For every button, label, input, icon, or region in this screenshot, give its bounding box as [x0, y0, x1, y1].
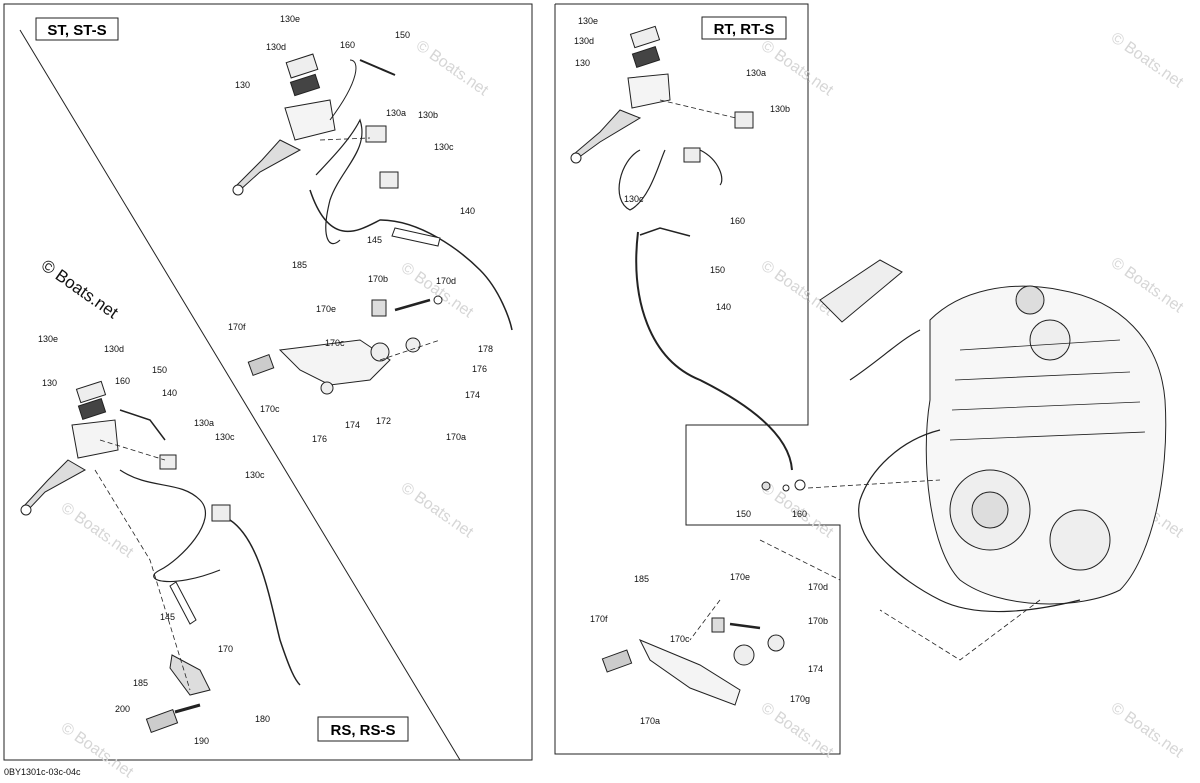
watermark-main: © Boats.net: [38, 256, 122, 323]
st-callout-170a: 170a: [446, 432, 466, 442]
rs-callout-180: 180: [255, 714, 270, 724]
st-callout-130e: 130e: [280, 14, 300, 24]
watermark-3: © Boats.net: [398, 479, 477, 541]
st-callouts: 130e 130d 130 160 150 130a 130b 130c 140…: [228, 14, 493, 444]
rt-callout-130c: 130c: [624, 194, 644, 204]
rt-callout-150-b: 150: [736, 509, 751, 519]
rs-callout-170: 170: [218, 644, 233, 654]
rt-callout-170e: 170e: [730, 572, 750, 582]
rs-callout-145: 145: [160, 612, 175, 622]
rs-callout-130c-b: 130c: [245, 470, 265, 480]
st-callout-170f: 170f: [228, 322, 246, 332]
panel-diagonal-divider: [19, 29, 461, 761]
rs-callout-200: 200: [115, 704, 130, 714]
label-rs-text: RS, RS-S: [330, 722, 395, 739]
st-callout-130d: 130d: [266, 42, 286, 52]
watermark-6: © Boats.net: [758, 37, 837, 99]
rs-callout-140: 140: [162, 388, 177, 398]
rt-callout-170a: 170a: [640, 716, 660, 726]
st-callout-130: 130: [235, 80, 250, 90]
watermark-10: © Boats.net: [1108, 29, 1187, 91]
watermark-11: © Boats.net: [1108, 254, 1187, 316]
rs-callout-130a: 130a: [194, 418, 214, 428]
rt-callout-130d: 130d: [574, 36, 594, 46]
rt-callout-130b: 130b: [770, 104, 790, 114]
st-callout-160: 160: [340, 40, 355, 50]
rt-callout-170b: 170b: [808, 616, 828, 626]
st-callout-130a: 130a: [386, 108, 406, 118]
diagram-code: 0BY1301c-03c-04c: [4, 767, 81, 777]
st-callout-170d: 170d: [436, 276, 456, 286]
st-callout-170c-b: 170c: [260, 404, 280, 414]
label-st-text: ST, ST-S: [47, 22, 106, 39]
st-callout-185: 185: [292, 260, 307, 270]
watermark-2: © Boats.net: [398, 259, 477, 321]
rt-callout-160: 160: [730, 216, 745, 226]
rs-callout-185: 185: [133, 678, 148, 688]
watermark-4: © Boats.net: [58, 499, 137, 561]
rs-callout-150: 150: [152, 365, 167, 375]
st-callout-130c: 130c: [434, 142, 454, 152]
panel-right-frame: [554, 3, 841, 755]
rt-callout-140: 140: [716, 302, 731, 312]
rt-callout-185: 185: [634, 574, 649, 584]
watermark-7: © Boats.net: [758, 257, 837, 319]
st-callout-174b: 174: [345, 420, 360, 430]
rs-callout-130: 130: [42, 378, 57, 388]
st-callout-172: 172: [376, 416, 391, 426]
rt-callout-174: 174: [808, 664, 823, 674]
panel-left-frame: [3, 3, 533, 761]
rs-callout-160: 160: [115, 376, 130, 386]
rt-callout-130e: 130e: [578, 16, 598, 26]
st-callout-140: 140: [460, 206, 475, 216]
rs-callout-190: 190: [194, 736, 209, 746]
rt-callout-160-b: 160: [792, 509, 807, 519]
rt-assembly: [570, 25, 1167, 706]
st-callout-130b: 130b: [418, 110, 438, 120]
st-callout-174: 174: [465, 390, 480, 400]
rt-callout-130a: 130a: [746, 68, 766, 78]
st-callout-178: 178: [478, 344, 493, 354]
watermark-13: © Boats.net: [1108, 699, 1187, 761]
st-assembly: [232, 53, 513, 395]
rt-callout-150: 150: [710, 265, 725, 275]
st-callout-170c: 170c: [325, 338, 345, 348]
rt-callout-170d: 170d: [808, 582, 828, 592]
watermark-9: © Boats.net: [758, 699, 837, 761]
rt-callout-130: 130: [575, 58, 590, 68]
st-callout-145: 145: [367, 235, 382, 245]
rt-callout-170c: 170c: [670, 634, 690, 644]
label-rs: RS, RS-S: [317, 716, 409, 742]
st-callout-150: 150: [395, 30, 410, 40]
label-st: ST, ST-S: [35, 17, 119, 41]
st-callout-176: 176: [472, 364, 487, 374]
rt-callout-170f: 170f: [590, 614, 608, 624]
rs-callouts: 130e 130d 130 160 150 140 130a 130c 130c…: [38, 334, 270, 746]
watermark-1: © Boats.net: [413, 37, 492, 99]
st-callout-170e: 170e: [316, 304, 336, 314]
rs-callout-130c: 130c: [215, 432, 235, 442]
rt-callouts: 130e 130d 130 130a 130b 130c 160 150 140…: [574, 16, 828, 726]
st-callout-176b: 176: [312, 434, 327, 444]
rs-assembly: [20, 380, 301, 734]
rs-callout-130d: 130d: [104, 344, 124, 354]
st-callout-170b: 170b: [368, 274, 388, 284]
rs-callout-130e: 130e: [38, 334, 58, 344]
rt-callout-170g: 170g: [790, 694, 810, 704]
guide-lines: [94, 99, 1041, 691]
label-rt-text: RT, RT-S: [714, 21, 775, 38]
label-rt: RT, RT-S: [701, 16, 787, 40]
